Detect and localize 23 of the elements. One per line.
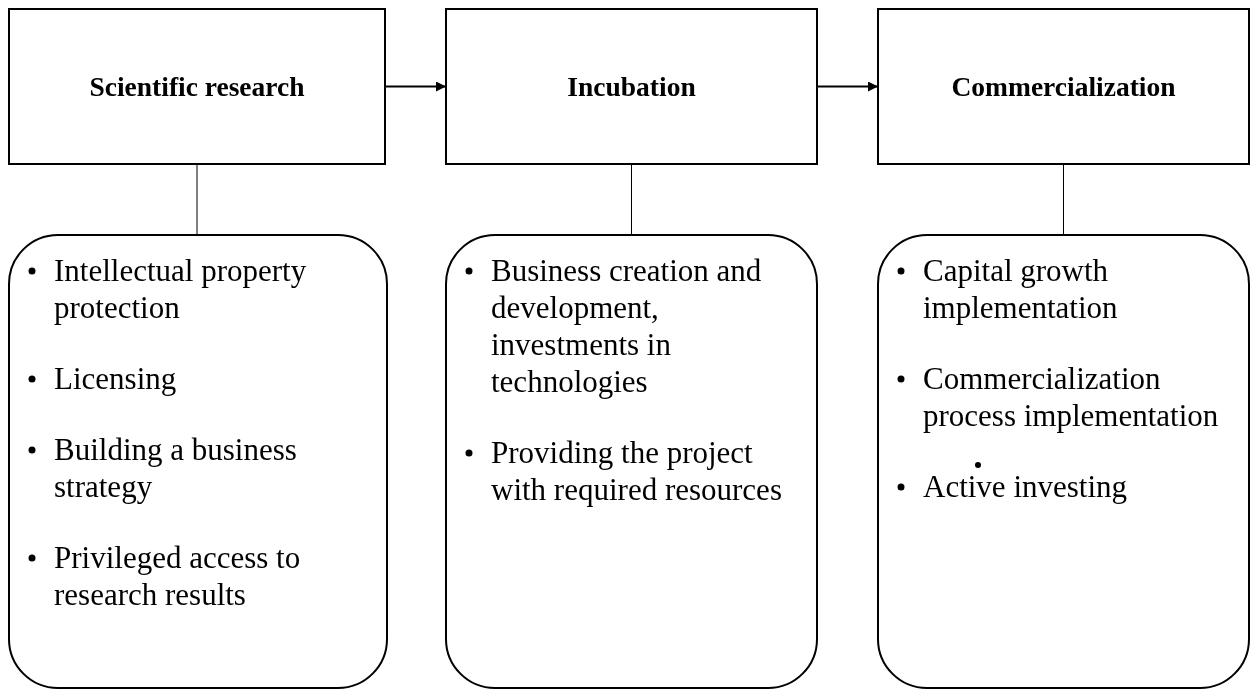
stage-title: Commercialization (951, 70, 1176, 103)
arrow (817, 81, 878, 92)
connector-line (631, 164, 632, 235)
stage-box (8, 8, 386, 165)
bullet-item: Capital growth implementation (923, 253, 1118, 325)
bullet-item: Commercialization process implementation (923, 361, 1219, 433)
stage-title: Scientific research (89, 70, 305, 103)
rounded-list-box (877, 234, 1250, 689)
bullet-item: Privileged access to research results (54, 540, 301, 612)
stage-box (877, 8, 1250, 165)
bullet-item: Business creation and development, investments in technologies (491, 253, 762, 399)
bullet-item: Active investing (923, 469, 1128, 504)
stage-box (445, 8, 818, 165)
stage-title: Incubation (567, 70, 696, 103)
connector-line (196, 164, 198, 235)
rounded-list-box (8, 234, 388, 689)
connector-line (1063, 164, 1064, 235)
bullet-item: Building a business strategy (54, 432, 297, 504)
bullet-item: Providing the project with required resources (491, 435, 782, 507)
bullet-item: Licensing (54, 361, 177, 396)
bullet-item: Intellectual property protection (54, 253, 307, 325)
rounded-list-box (445, 234, 818, 689)
arrow (385, 81, 446, 92)
